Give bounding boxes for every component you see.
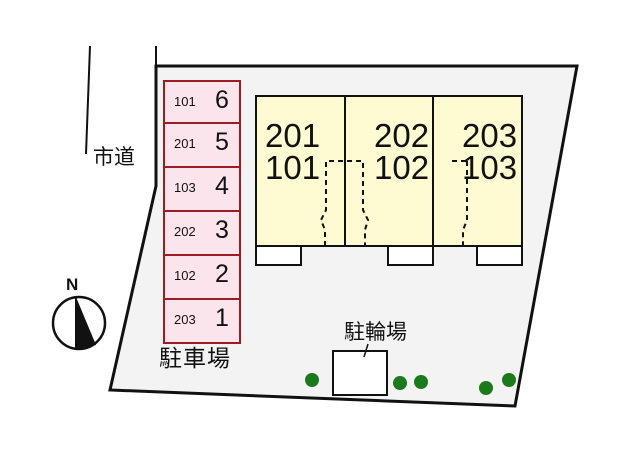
- tree-icon: [479, 381, 493, 395]
- trees: [305, 373, 516, 395]
- parking-space-4: 103 4: [163, 168, 241, 212]
- compass-icon: [51, 295, 107, 351]
- parking-unit-label: 203: [174, 312, 196, 327]
- parking-unit-label: 102: [174, 268, 196, 283]
- building-3-lower-unit: 103: [462, 149, 518, 186]
- building-3-label: 203 103: [462, 117, 518, 186]
- building-1-label: 201 101: [265, 117, 321, 186]
- parking-unit-label: 103: [174, 180, 196, 195]
- parking-space-number: 5: [215, 128, 229, 156]
- tree-icon: [502, 373, 516, 387]
- parking-space-number: 3: [215, 216, 229, 244]
- parking-unit-label: 201: [174, 136, 196, 151]
- building-1-upper-unit: 201: [265, 117, 321, 154]
- parking-unit-label: 202: [174, 224, 196, 239]
- bicycle-parking-area: [332, 350, 388, 396]
- bicycle-parking-leader: [363, 343, 369, 358]
- building-2-upper-unit: 202: [374, 117, 430, 154]
- parking-space-number: 1: [215, 304, 229, 332]
- parking-space-2: 102 2: [163, 256, 241, 300]
- building-3-upper-unit: 203: [462, 117, 518, 154]
- stoop-1: [255, 245, 302, 266]
- building-1-lower-unit: 101: [265, 149, 321, 186]
- stoop-3: [476, 245, 523, 266]
- parking-label: 駐車場: [159, 346, 231, 372]
- stair-outline: [319, 160, 468, 246]
- building-unit-1: [255, 95, 346, 247]
- road-line-left: [85, 45, 91, 155]
- compass-north-label: N: [66, 275, 79, 294]
- building-unit-2: [344, 95, 434, 247]
- parking-space-1: 203 1: [163, 300, 241, 344]
- building-2-label: 202 102: [374, 117, 430, 186]
- parking-space-number: 4: [215, 172, 229, 200]
- parking-space-5: 201 5: [163, 124, 241, 168]
- stoop-2: [387, 245, 434, 266]
- parking-space-6: 101 6: [163, 80, 241, 124]
- road-label: 市道: [93, 145, 135, 169]
- building-2-lower-unit: 102: [374, 149, 430, 186]
- tree-icon: [305, 373, 319, 387]
- bicycle-parking-label: 駐輪場: [344, 320, 407, 344]
- parking-space-number: 6: [215, 86, 229, 114]
- tree-icon: [393, 376, 407, 390]
- tree-icon: [414, 375, 428, 389]
- parking-unit-label: 101: [174, 94, 196, 109]
- parking-space-3: 202 3: [163, 212, 241, 256]
- parking-space-number: 2: [215, 260, 229, 288]
